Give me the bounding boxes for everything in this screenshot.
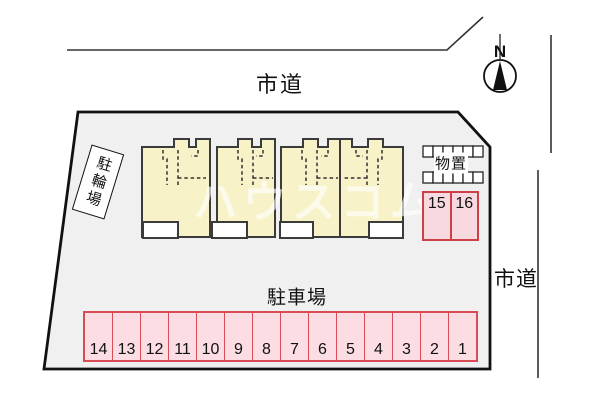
building-unit-3-4	[280, 138, 404, 238]
parking-space-number: 3	[402, 341, 411, 358]
parking-space-number: 1	[458, 341, 467, 358]
entrance-porches	[142, 221, 404, 239]
parking-lot-label: 駐車場	[266, 287, 328, 309]
parking-space-number: 11	[174, 341, 191, 358]
parking-space: 4	[364, 313, 392, 360]
parking-space: 10	[196, 313, 224, 360]
parking-space-number: 2	[430, 341, 439, 358]
parking-space-number: 9	[234, 341, 243, 358]
parking-space: 7	[280, 313, 308, 360]
road-label-top: 市道	[255, 72, 305, 97]
parking-space: 3	[392, 313, 420, 360]
parking-space: 14	[85, 313, 112, 360]
bicycle-parking-label: 駐輪場	[81, 153, 115, 211]
porch-unit-4	[368, 221, 404, 239]
parking-space-number: 10	[201, 341, 220, 358]
compass-needle	[493, 61, 507, 90]
porch-unit-1	[142, 221, 179, 239]
parking-space-number: 16	[455, 195, 474, 212]
compass-north-label: N	[493, 42, 507, 61]
building-unit-1	[141, 138, 211, 238]
parking-space-number: 8	[262, 341, 271, 358]
parking-space: 5	[336, 313, 364, 360]
parking-space-number: 7	[290, 341, 299, 358]
parking-space: 1	[448, 313, 476, 360]
parking-space: 11	[168, 313, 196, 360]
parking-space-number: 12	[145, 341, 164, 358]
parking-space: 6	[308, 313, 336, 360]
parking-space-number: 13	[117, 341, 136, 358]
parking-space: 13	[112, 313, 140, 360]
parking-space: 12	[140, 313, 168, 360]
road-lines	[67, 16, 552, 378]
parking-space: 2	[420, 313, 448, 360]
building-unit-2	[216, 138, 276, 238]
parking-space-number: 14	[89, 341, 108, 358]
parking-space-number: 15	[427, 195, 446, 212]
parking-space: 9	[224, 313, 252, 360]
parking-space: 15	[424, 193, 450, 239]
parking-row: 14 13 12 11 10 9 8 7 6 5 4 3 2 1	[83, 311, 478, 362]
porch-unit-2	[211, 221, 248, 239]
storage-grid	[422, 145, 484, 184]
porch-unit-3	[279, 221, 314, 239]
north-compass-icon	[483, 34, 517, 93]
parking-space-number: 5	[346, 341, 355, 358]
parking-space: 8	[252, 313, 280, 360]
building	[141, 138, 404, 238]
top-road-edge-line	[67, 16, 484, 51]
road-label-right: 市道	[494, 268, 538, 291]
parking-space-number: 4	[374, 341, 383, 358]
storage-label: 物置	[433, 152, 469, 174]
parking-space-number: 6	[318, 341, 327, 358]
parking-space: 16	[449, 193, 478, 239]
